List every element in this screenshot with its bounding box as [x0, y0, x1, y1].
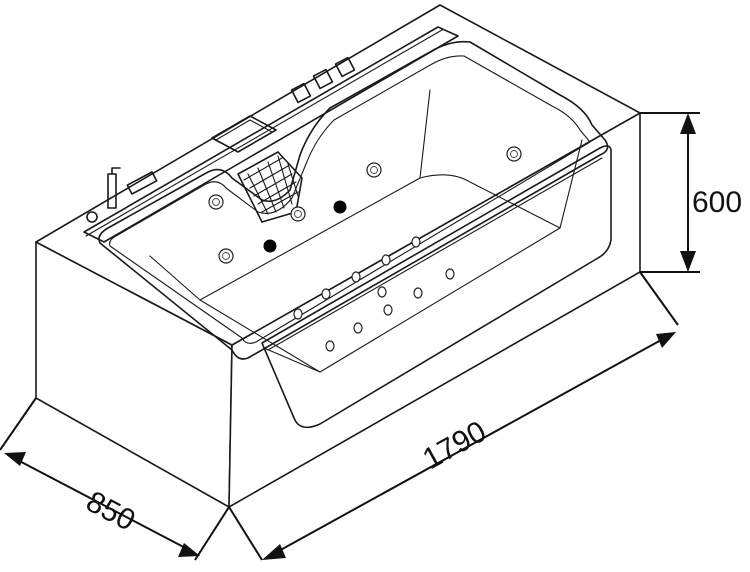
side-jet — [218, 248, 234, 264]
control-panel — [211, 115, 277, 153]
floor-jet — [321, 288, 331, 300]
floor-jet — [325, 340, 335, 352]
dimension-600: 600 — [640, 112, 742, 273]
massage-jets — [208, 146, 522, 352]
dimension-length-label: 1790 — [417, 415, 491, 476]
side-jet — [506, 146, 522, 162]
side-jet-nozzle — [370, 166, 378, 174]
valve-knob-3 — [334, 56, 356, 78]
floor-jet — [377, 286, 387, 298]
side-jet — [208, 194, 224, 210]
valve-knob-2 — [312, 68, 334, 90]
side-jet — [366, 162, 382, 178]
floor-jet — [413, 287, 423, 299]
floor-jet — [353, 322, 363, 334]
floor-jet — [381, 254, 391, 266]
control-dot — [333, 200, 347, 214]
floor-jet — [411, 236, 421, 248]
floor-jet — [293, 308, 303, 320]
basin-floor — [199, 174, 561, 373]
deck-fittings — [83, 26, 459, 243]
side-jet-nozzle — [222, 252, 230, 260]
floor-jet — [383, 304, 393, 316]
side-jet-nozzle — [294, 210, 302, 218]
control-knob — [86, 211, 98, 223]
side-jet — [290, 206, 306, 222]
dimension-width-label: 850 — [81, 485, 141, 538]
rim-strip — [83, 26, 459, 243]
tub-basin — [98, 40, 609, 373]
valve-knob-1 — [290, 82, 312, 104]
basin-rim-inner — [109, 55, 591, 344]
headrest-pillow — [237, 151, 303, 223]
side-jet-nozzle — [510, 150, 518, 158]
shower-holder — [126, 171, 158, 195]
tub-body — [35, 4, 641, 508]
floor-jet — [445, 268, 455, 280]
control-dot — [263, 239, 277, 253]
floor-jet — [351, 271, 361, 283]
dimension-height-label: 600 — [692, 186, 742, 219]
side-jet-nozzle — [212, 198, 220, 206]
